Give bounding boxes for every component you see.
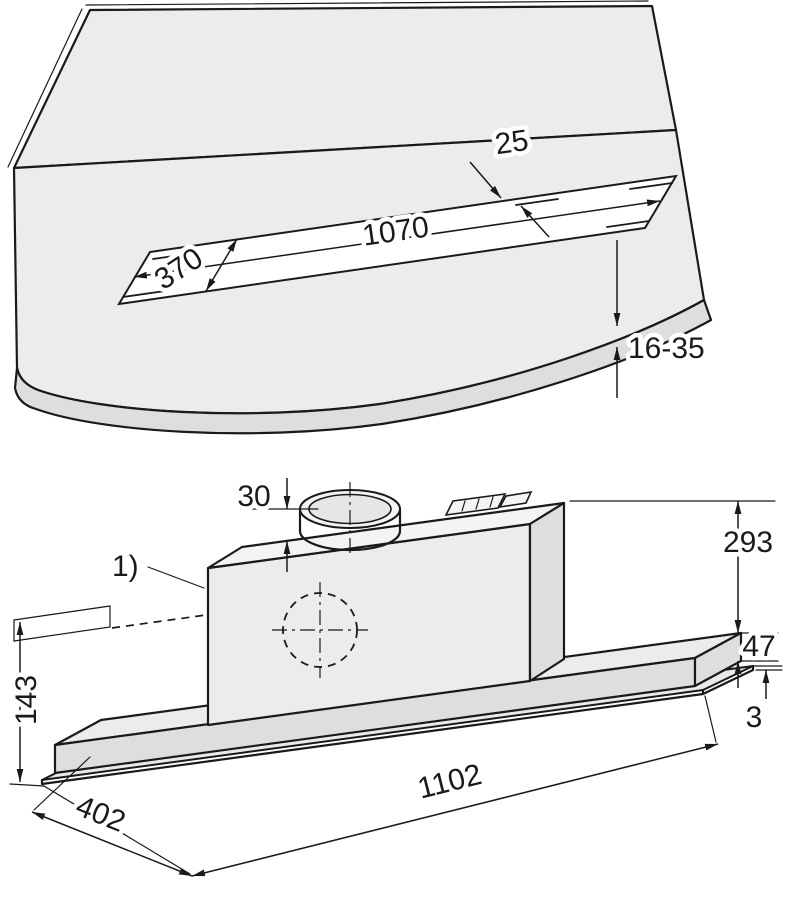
splashback-left-edge <box>7 8 83 168</box>
duct-collar <box>298 482 402 558</box>
dim-line <box>31 811 193 877</box>
dim-frame-height: 47 <box>734 626 780 688</box>
dim-housing-height: 293 <box>569 500 779 634</box>
terminal-box-vents <box>461 496 494 512</box>
dim-label-47: 47 <box>742 630 775 663</box>
splashback-top-edge <box>85 0 649 6</box>
dim-line <box>205 238 238 292</box>
dim-duct-collar-height: 30 <box>233 476 319 572</box>
knockout-crosshair <box>272 582 368 678</box>
dim-recess-height: 143 <box>6 622 48 787</box>
worktop-front-edge <box>13 298 713 435</box>
phantom-panel-outline <box>13 605 111 642</box>
dim-line <box>191 743 719 877</box>
dim-label-3: 3 <box>746 701 763 734</box>
dim-label-143: 143 <box>10 675 43 725</box>
ceiling-panel-phantom <box>13 605 207 642</box>
worktop-surface <box>12 128 706 415</box>
dim-arrow <box>469 161 502 199</box>
phantom-hidden-edge <box>111 614 207 629</box>
dim-label-293: 293 <box>723 526 773 559</box>
footnote-1-label: 1) <box>112 550 139 583</box>
motor-housing-side <box>528 501 566 683</box>
terminal-box-gland <box>498 490 533 509</box>
footnote-1: 1) <box>108 546 205 589</box>
cutout-corner-mark <box>122 290 166 298</box>
flange-right-thickness <box>701 664 755 696</box>
dim-label-16-35: 16-35 <box>628 332 705 365</box>
hood-unit-view: 1) 30 293 47 3 <box>6 476 783 877</box>
dim-label-30: 30 <box>237 480 270 513</box>
terminal-box-body <box>444 493 507 516</box>
dim-label-25: 25 <box>493 124 531 161</box>
dim-ref <box>9 783 45 787</box>
worktop-cutout-view: 25 1070 370 16-35 <box>7 0 713 435</box>
side-outlet-knockout <box>272 582 368 678</box>
dim-panel-thickness: 16-35 <box>613 240 709 398</box>
dim-ext <box>704 695 717 743</box>
dim-label-1102: 1102 <box>414 758 485 806</box>
footnote-leader <box>147 566 205 589</box>
cutout-corner-mark <box>629 182 673 190</box>
dim-flange-thickness: 3 <box>741 665 783 739</box>
flange-front-thickness <box>40 688 705 786</box>
dim-ext <box>33 756 91 811</box>
terminal-box <box>444 490 533 516</box>
